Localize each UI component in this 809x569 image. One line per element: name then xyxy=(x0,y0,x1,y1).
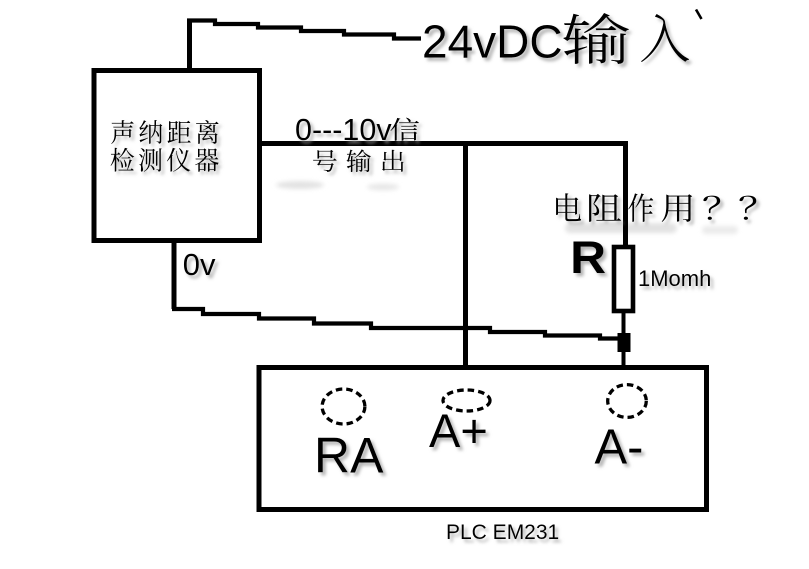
svg-text:0---10v: 0---10v xyxy=(295,113,392,147)
svg-text:PLC EM231: PLC EM231 xyxy=(446,521,559,544)
svg-text:1Momh: 1Momh xyxy=(638,266,711,291)
svg-text:24vDC: 24vDC xyxy=(422,16,563,68)
svg-text:A+: A+ xyxy=(429,404,488,457)
svg-text:A-: A- xyxy=(595,421,644,475)
svg-text:0v: 0v xyxy=(183,247,216,282)
svg-text:R: R xyxy=(570,232,606,283)
svg-text:RA: RA xyxy=(314,428,384,484)
